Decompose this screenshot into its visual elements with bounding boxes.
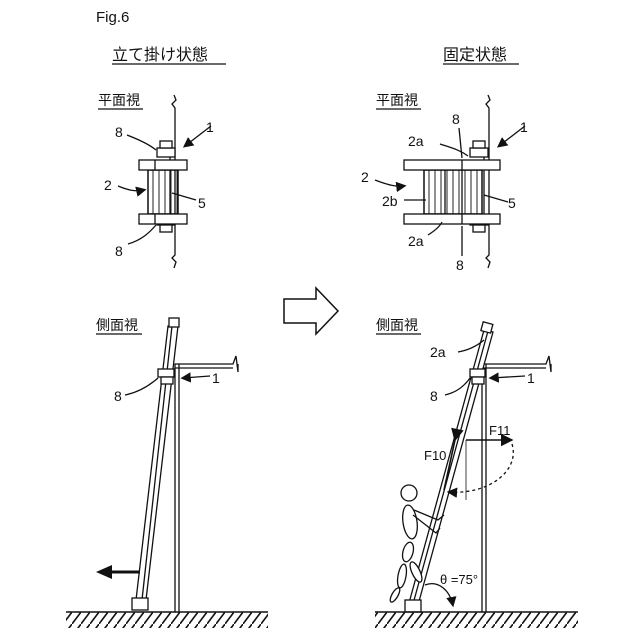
angle-label: θ =75° xyxy=(440,572,478,587)
right-side-view xyxy=(405,322,551,612)
right-ref-8-top: 8 xyxy=(452,111,460,127)
left-plan-view xyxy=(118,95,211,268)
left-side-bracket xyxy=(158,369,174,377)
right-ref-5: 5 xyxy=(508,195,516,211)
right-title: 固定状態 xyxy=(443,45,507,64)
right-plan-label: 平面視 xyxy=(376,93,418,109)
left-side-ref-1: 1 xyxy=(212,370,220,386)
left-side-ref-8: 8 xyxy=(114,388,122,404)
right-side-ladder-cap xyxy=(481,322,493,333)
transition-arrow xyxy=(284,288,338,334)
left-side-label: 側面視 xyxy=(96,318,138,334)
force-f11-label: F11 xyxy=(489,423,510,438)
left-plan-leader-8-top xyxy=(127,135,156,150)
right-ref-2b: 2b xyxy=(382,193,398,209)
right-ground xyxy=(375,612,578,628)
left-title: 立て掛け状態 xyxy=(112,45,208,64)
left-ref-2: 2 xyxy=(104,177,112,193)
right-side-ref-8: 8 xyxy=(430,388,438,404)
left-plan-bracket-top xyxy=(157,148,175,157)
right-ref-2: 2 xyxy=(361,169,369,185)
left-plan-leader-2 xyxy=(118,186,144,191)
left-ref-1: 1 xyxy=(206,119,214,135)
right-ref-1: 1 xyxy=(520,119,528,135)
right-ref-2a-top: 2a xyxy=(408,133,424,149)
right-plan-view xyxy=(375,95,525,268)
figure-label: Fig.6 xyxy=(96,9,129,26)
left-side-foot xyxy=(132,598,148,610)
right-side-wall xyxy=(482,356,551,612)
left-side-wall xyxy=(175,356,238,612)
angle-arc xyxy=(425,584,453,606)
left-plan-ladder-body xyxy=(148,170,178,214)
left-ref-8-bottom: 8 xyxy=(115,243,123,259)
right-side-label: 側面視 xyxy=(376,318,418,334)
left-ref-5: 5 xyxy=(198,195,206,211)
right-ref-2a-bottom: 2a xyxy=(408,233,424,249)
left-plan-label: 平面視 xyxy=(98,93,140,109)
right-side-ref-2a: 2a xyxy=(430,344,446,360)
force-f10-label: F10 xyxy=(424,448,446,463)
right-ref-8-bottom: 8 xyxy=(456,257,464,273)
right-plan-wall xyxy=(486,95,490,268)
right-side-ref-1: 1 xyxy=(527,370,535,386)
left-movement-arrow xyxy=(96,565,140,579)
left-side-view xyxy=(125,318,238,612)
right-side-foot xyxy=(405,600,421,612)
left-side-ladder-cap xyxy=(169,318,179,327)
left-plan-leader-8-bottom xyxy=(128,225,156,244)
left-ref-8-top: 8 xyxy=(115,124,123,140)
left-ground xyxy=(66,612,268,628)
right-plan-ladder-body xyxy=(424,170,482,214)
